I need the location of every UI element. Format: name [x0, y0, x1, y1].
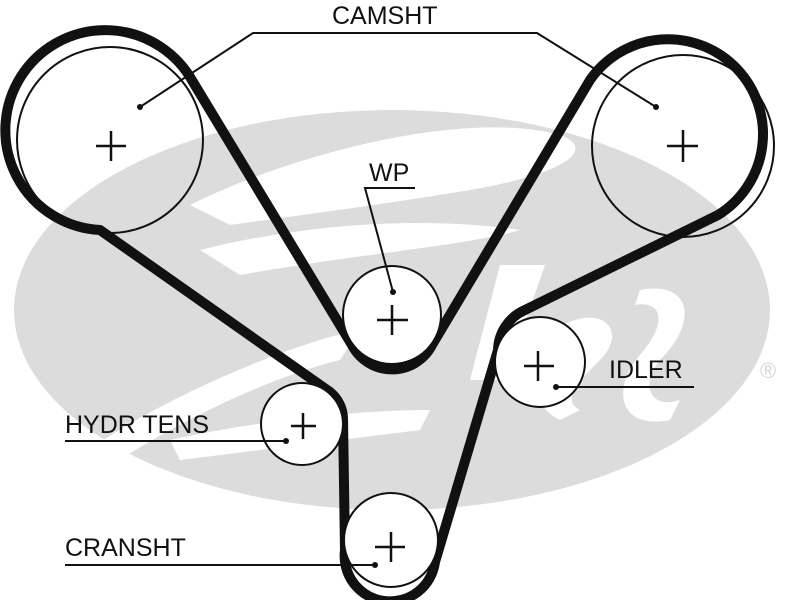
pulley-hydraulic-tensioner — [260, 382, 344, 466]
center-cross-icon — [667, 130, 698, 162]
center-cross-icon — [96, 131, 126, 161]
pulley-camshaft-left — [16, 46, 204, 234]
registered-mark: ® — [760, 358, 776, 383]
label-water-pump: WP — [369, 159, 409, 187]
center-cross-icon — [375, 532, 405, 562]
pulley-water-pump — [342, 265, 442, 365]
label-camshaft: CAMSHT — [332, 2, 438, 30]
leader-camshaft — [139, 32, 657, 108]
leader-water-pump — [363, 187, 415, 293]
watermark-swoosh-2 — [200, 222, 520, 275]
watermark-letter-s — [623, 288, 685, 422]
label-idler: IDLER — [609, 356, 683, 384]
pulley-camshaft-right — [591, 54, 775, 238]
label-hydraulic-tensioner: HYDR TENS — [65, 411, 209, 439]
pulley-crankshaft — [343, 492, 439, 588]
watermark-swoosh-3 — [60, 330, 360, 480]
center-cross-icon — [291, 413, 316, 439]
leader-dots — [137, 104, 659, 568]
label-crankshaft: CRANSHT — [65, 534, 186, 562]
pulley-idler — [494, 316, 586, 408]
leader-lines — [65, 32, 694, 566]
center-cross-icon — [524, 351, 554, 381]
watermark-swoosh-1 — [190, 127, 576, 225]
center-cross-icon — [377, 305, 408, 335]
timing-belt — [0, 25, 769, 600]
